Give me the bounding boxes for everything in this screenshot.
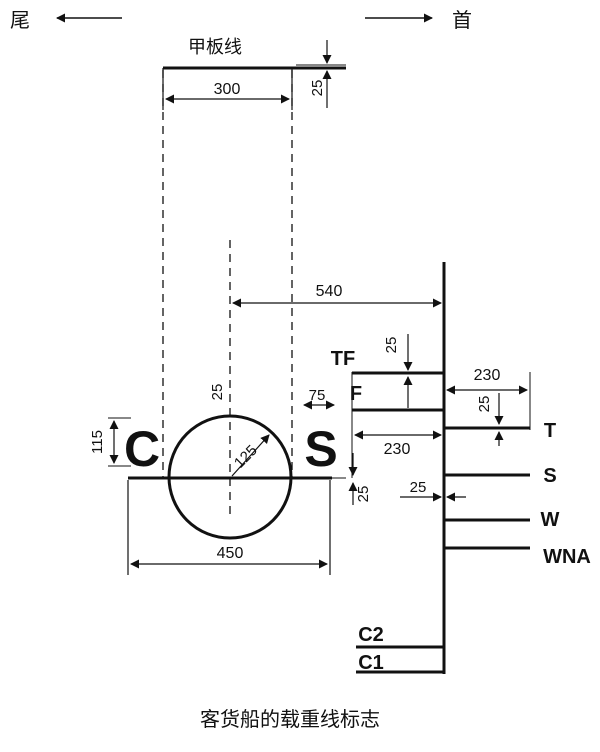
deck-width-label: 300	[214, 81, 241, 98]
bow-segment-width-label: 230	[474, 367, 501, 384]
letter-height-label: 115	[89, 430, 106, 454]
c1-label: C1	[358, 652, 384, 674]
circle-line-thickness-label: 25	[209, 384, 226, 401]
w-label: W	[541, 509, 560, 531]
deck-line-label: 甲板线	[188, 37, 242, 58]
bow-label: 首	[452, 8, 472, 32]
caption: 客货船的载重线标志	[200, 707, 380, 731]
tf-thickness-label: 25	[383, 337, 400, 354]
horizontal-line-length-label: 450	[217, 545, 244, 562]
line-spacing-label: 25	[410, 479, 427, 496]
f-label: F	[350, 383, 362, 405]
circle-radius-label: 125	[231, 442, 261, 472]
stern-segment-width-label: 230	[384, 441, 411, 458]
t-offset-label: 25	[476, 396, 493, 413]
letter-right: S	[304, 421, 337, 477]
letter-left: C	[124, 421, 160, 477]
below-center-label: 25	[355, 486, 372, 503]
c2-label: C2	[358, 624, 384, 646]
letter-gap-label: 75	[309, 387, 326, 404]
t-label: T	[544, 420, 556, 442]
stern-label: 尾	[10, 8, 30, 32]
s-label: S	[543, 465, 556, 487]
tf-label: TF	[331, 348, 355, 370]
wna-label: WNA	[543, 546, 591, 568]
deck-thickness-label: 25	[309, 80, 326, 97]
radius-arrow	[231, 434, 270, 477]
center-to-vertical-label: 540	[316, 283, 343, 300]
